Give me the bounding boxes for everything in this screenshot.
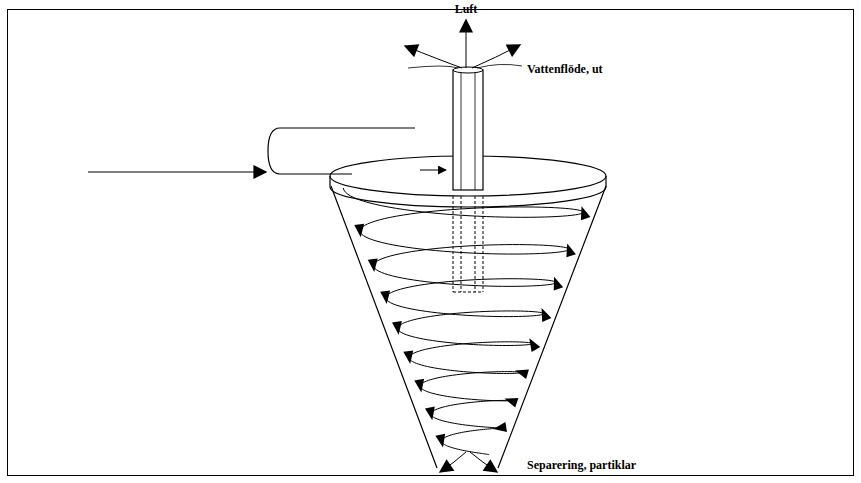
inflow-arrow	[420, 170, 446, 171]
pipe-hidden	[453, 292, 483, 293]
vortex-arrowhead	[403, 350, 415, 364]
particle-arrow	[440, 452, 466, 472]
vortex-arrowhead	[380, 291, 392, 305]
pipe-hidden	[453, 196, 483, 292]
vortex-arrowhead	[549, 275, 563, 291]
vortex-arrowhead	[435, 434, 448, 449]
particle-arrow	[470, 452, 497, 472]
vortex-arrowhead	[577, 205, 591, 221]
pipe-line	[475, 72, 476, 190]
vortex-path	[343, 188, 583, 455]
vortex-arrowhead	[537, 306, 551, 322]
vortex-arrowhead	[425, 407, 437, 422]
cone-wall	[331, 186, 606, 468]
vortex-arrowhead	[414, 379, 426, 393]
vortex-arrowhead	[514, 366, 529, 379]
vortex-arrowhead	[493, 422, 507, 434]
vortex-arrowhead	[503, 394, 519, 408]
vortex-spiral	[343, 188, 590, 455]
callout-label: Vattenflöde, ut	[527, 62, 603, 77]
air-arrow	[466, 20, 467, 68]
water-arrow	[477, 64, 522, 68]
callout-label: Separering, partiklar	[527, 458, 636, 473]
overflow-pipe	[453, 70, 483, 190]
callout-label: Luft	[455, 2, 478, 17]
vortex-arrowhead	[392, 321, 404, 335]
vortex-arrowhead	[368, 259, 379, 273]
pipe-line	[461, 72, 462, 190]
vortex-arrowhead	[562, 242, 575, 257]
water-arrow	[408, 66, 458, 68]
frame	[8, 10, 854, 476]
inlet-arrow	[88, 171, 266, 172]
inlet-pipe	[268, 128, 415, 174]
vortex-arrowhead	[525, 336, 540, 352]
water-arrow	[405, 46, 462, 68]
vortex-arrowhead	[354, 224, 365, 238]
